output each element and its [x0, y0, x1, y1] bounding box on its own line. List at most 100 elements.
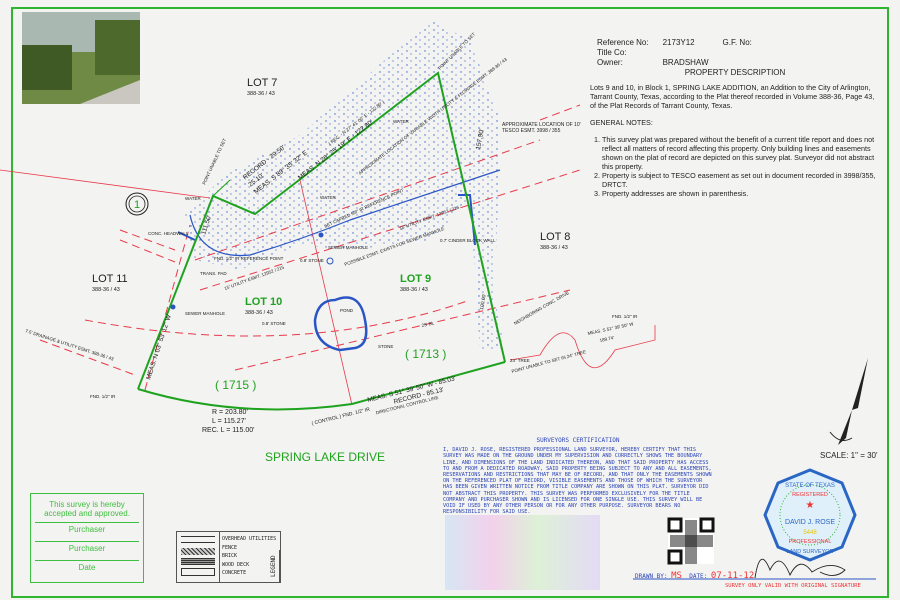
owner-label: Owner: [597, 58, 623, 67]
date-value: 07-11-12 [710, 571, 755, 581]
address-1713: ( 1713 ) [405, 347, 446, 361]
se-dist: 189.74' [599, 335, 614, 343]
drawn-by-value: MS [671, 571, 682, 581]
curve-length: L = 115.27' [212, 418, 246, 425]
reference-point-label: FND. 1/2" IR REFERENCE POINT [214, 256, 284, 261]
curve-record-length: REC. L = 115.00' [202, 427, 255, 434]
lot-11-label: LOT 11 [92, 273, 128, 285]
owner-value: BRADSHAW [662, 58, 709, 67]
property-boundary [137, 71, 506, 411]
drawn-by-label: DRAWN BY: [635, 573, 668, 580]
acceptance-heading: This survey is hereby accepted and appro… [44, 500, 130, 518]
se-bearing: MEAS. S 51° 39' 50" W [587, 321, 635, 336]
site-photo [22, 12, 140, 104]
certification-title: SURVEYORS CERTIFICATION [536, 437, 620, 444]
legend-item: BRICK [222, 553, 238, 559]
trans-pad-label: TRANS. PAD [200, 271, 227, 276]
date-line[interactable]: Date [35, 560, 139, 579]
drawn-info: DRAWN BY: MS DATE: 07-11-12 [635, 571, 754, 581]
svg-text:LAND SURVEYOR: LAND SURVEYOR [787, 549, 834, 555]
neighboring-drive: NEIGHBORING CONC. DRIVE [513, 290, 570, 326]
wood-deck-symbol [181, 558, 215, 565]
west-bearing: MEAS. N 03° 53' 12" W [144, 313, 173, 381]
lot-11-ref: 388-36 / 43 [92, 287, 120, 293]
note-item: This survey plat was prepared without th… [602, 135, 880, 171]
note-item: Property addresses are shown in parenthe… [602, 189, 880, 198]
gf-label: G.F. No: [722, 38, 752, 47]
address-1715: ( 1715 ) [215, 378, 256, 392]
reference-value: 2173Y12 [662, 38, 695, 47]
water-label: WATER [320, 195, 336, 200]
sewer-manhole-label: SEWER MANHOLE [328, 245, 368, 250]
lot-8-ref: 388-36 / 43 [540, 245, 568, 251]
scale-label: SCALE: 1" = 30' [820, 451, 878, 460]
note-item: Property is subject to TESCO easement as… [602, 171, 880, 189]
certification-text: I, David J. Rose, registered professiona… [443, 447, 712, 516]
surveyors-certification: SURVEYORS CERTIFICATION I, David J. Rose… [443, 437, 713, 516]
fence-symbol [181, 542, 215, 547]
title-co-label: Title Co: [597, 48, 627, 57]
overhead-utilities-symbol [181, 536, 215, 542]
purchaser-signature-line[interactable]: Purchaser [35, 522, 139, 541]
lot-8-label: LOT 8 [540, 231, 570, 243]
monuments [170, 232, 334, 310]
lot-9-label: LOT 9 [400, 273, 431, 285]
lot-7-ref: 388-36 / 43 [247, 91, 275, 97]
tesco-esmt: APPROXIMATE LOCATION OF 10' TESCO ESMT. … [502, 122, 581, 134]
svg-text:PROFESSIONAL: PROFESSIONAL [789, 539, 832, 545]
water-area [185, 20, 505, 350]
stone-label: STONE [378, 344, 393, 349]
acceptance-box: This survey is hereby accepted and appro… [30, 493, 144, 583]
headwall-label: CONC. HEADWALL [148, 231, 189, 236]
property-description: PROPERTY DESCRIPTION Lots 9 and 10, in B… [590, 68, 880, 198]
lot-10-ref: 388-36 / 43 [245, 310, 273, 316]
validity-note: SURVEY ONLY VALID WITH ORIGINAL SIGNATUR… [725, 583, 861, 589]
surveyor-seal: STATE OF TEXAS REGISTERED ★ DAVID J. ROS… [763, 468, 857, 562]
pond [313, 296, 368, 352]
page-border [11, 7, 889, 598]
purchaser-signature-line[interactable]: Purchaser [35, 541, 139, 560]
sewer-manhole-label: SEWER MANHOLE [185, 311, 225, 316]
found-iron-label: FND. 1/2" IR [90, 394, 116, 399]
east-dist: 157.90' [475, 128, 486, 150]
svg-text:REGISTERED: REGISTERED [792, 492, 828, 498]
notes-title: GENERAL NOTES: [590, 118, 653, 127]
legend-item: OVERHEAD UTILITIES [222, 536, 277, 542]
svg-text:DAVID J. ROSE: DAVID J. ROSE [785, 519, 835, 526]
building-line: 25' BL [421, 320, 435, 328]
signature [754, 558, 846, 579]
lot-7-label: LOT 7 [247, 77, 277, 89]
curve-radius: R = 203.80' [212, 409, 248, 416]
legend-item: FENCE [222, 544, 238, 551]
description-title: PROPERTY DESCRIPTION [684, 68, 786, 77]
concrete-symbol [181, 568, 215, 576]
svg-text:STATE OF TEXAS: STATE OF TEXAS [785, 483, 835, 489]
obscured-area [445, 515, 600, 590]
legend-title: LEGEND [270, 550, 280, 583]
lot-9-ref: 388-36 / 43 [400, 287, 428, 293]
svg-text:★: ★ [806, 500, 815, 511]
water-label: WATER [185, 196, 201, 201]
legend: OVERHEAD UTILITIES FENCE BRICK WOOD DECK… [176, 531, 281, 583]
reference-label: Reference No: [597, 38, 649, 47]
north-arrow-icon [829, 358, 868, 445]
block-number: 1 [125, 192, 149, 216]
street-name: SPRING LAKE DRIVE [265, 450, 385, 464]
svg-text:1: 1 [134, 199, 140, 211]
easement-lines [39, 104, 581, 391]
legend-item: WOOD DECK [222, 561, 250, 568]
lot-10-label: LOT 10 [245, 296, 282, 308]
lot-line-9-10 [0, 169, 656, 406]
drainage-esmt: 7.5' DRAINAGE & UTILITY ESMT. 388-36 / 4… [25, 328, 115, 362]
tree-label: 24" TREE [510, 358, 530, 363]
legend-item: CONCRETE [222, 570, 247, 576]
qr-code [667, 517, 715, 565]
pond-label: POND [340, 308, 354, 313]
svg-text:5448: 5448 [803, 530, 817, 536]
cinder-wall: 0.7' CINDER BLOCK WALL [440, 238, 496, 243]
description-text: Lots 9 and 10, in Block 1, SPRING LAKE A… [590, 83, 875, 110]
stone-label: 0.8' STONE [300, 258, 324, 263]
date-label: DATE: [689, 573, 708, 580]
water-label: WATER [393, 119, 409, 124]
